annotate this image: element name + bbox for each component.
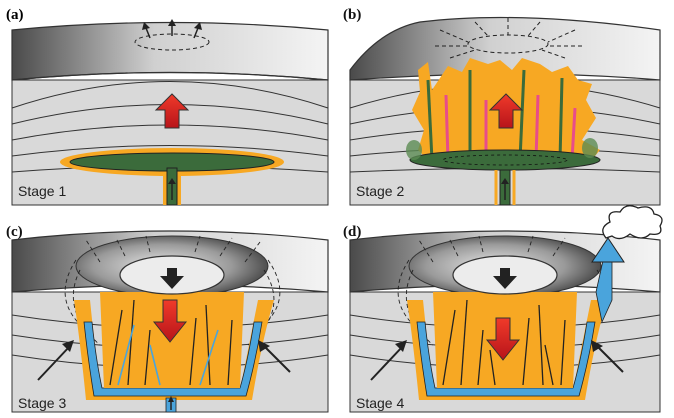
red-down-arrow <box>152 299 188 343</box>
magma-chamber <box>409 149 601 171</box>
panel-a <box>11 19 329 206</box>
panel-c <box>11 230 329 413</box>
uplift-dome-outline <box>134 33 210 51</box>
down-arrow <box>160 268 184 289</box>
panel-b <box>349 16 661 206</box>
vent-cone <box>591 237 625 263</box>
red-up-arrow <box>154 93 190 129</box>
fluid-inflow-arrows <box>370 343 624 381</box>
red-up-arrow <box>488 93 524 129</box>
surface-fracture-pattern <box>435 18 582 59</box>
panel-d <box>349 205 663 413</box>
stage-label-1: Stage 1 <box>18 183 66 199</box>
fluid-inflow-arrows <box>37 343 291 381</box>
panel-label-c: (c) <box>6 224 23 240</box>
block-fractures <box>442 299 566 386</box>
panel-label-d: (d) <box>343 224 361 240</box>
hydrothermal-fluid <box>416 321 596 397</box>
panel-label-a: (a) <box>6 7 24 23</box>
stage-label-3: Stage 3 <box>18 395 66 411</box>
down-arrow <box>493 268 517 289</box>
uplift-arrows <box>142 19 202 39</box>
stage-label-4: Stage 4 <box>356 395 404 411</box>
panel-label-b: (b) <box>343 7 361 23</box>
block-fractures <box>109 299 233 386</box>
red-down-arrow <box>485 317 521 361</box>
stage-label-2: Stage 2 <box>356 183 404 199</box>
hydrothermal-fluid <box>83 321 263 397</box>
steam-plume <box>602 205 663 240</box>
dikes <box>426 69 577 161</box>
